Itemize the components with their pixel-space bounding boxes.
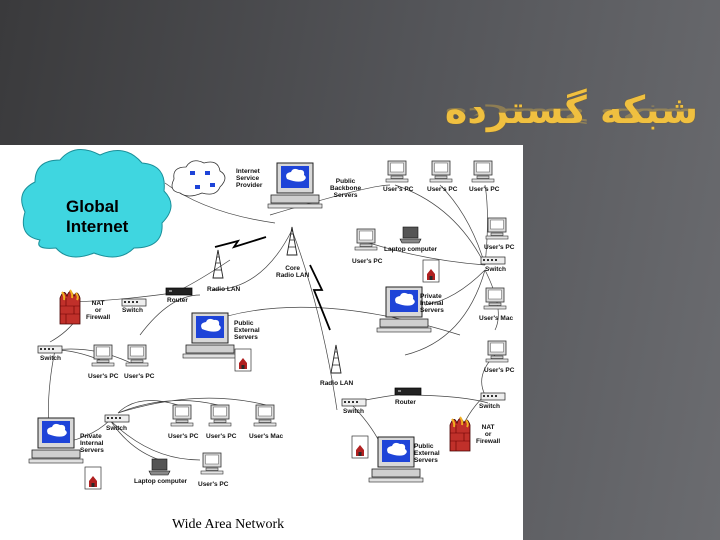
laptop-top-icon <box>399 226 422 244</box>
private-internal-server-left-icon <box>28 417 84 464</box>
switch-left-label: Switch <box>40 355 61 362</box>
doc-bottom-left-icon <box>84 466 102 490</box>
users-pc-top-1-label: User's PC <box>383 186 414 193</box>
switch-bottom-right-label: Switch <box>343 408 364 415</box>
router-bottom-label: Router <box>395 399 416 406</box>
users-pc-right-1-icon <box>485 217 509 240</box>
firewall-bottom-icon <box>449 416 471 452</box>
switch-bottom-right-icon <box>341 398 367 407</box>
users-pc-top-2-icon <box>429 160 453 183</box>
switch-bottom-left-icon <box>104 414 130 423</box>
switch-top-left-icon <box>121 298 147 307</box>
diagram-caption: Wide Area Network <box>172 517 285 532</box>
radio-lan-bottom-label: Radio LAN <box>320 380 354 387</box>
users-pc-top-3-label: User's PC <box>469 186 500 193</box>
users-pc-top-3-icon <box>471 160 495 183</box>
core-radio-tower-icon <box>286 226 298 256</box>
doc-left-icon <box>234 348 252 372</box>
users-pc-bottom-1-label: User's PC <box>168 433 199 440</box>
users-pc-bottom-3-icon <box>200 452 224 475</box>
users-mac-bottom-icon <box>253 404 277 427</box>
router-bottom-icon <box>394 387 422 396</box>
public-ext-left-label: Public External Servers <box>234 320 260 341</box>
users-pc-left-2-label: User's PC <box>124 373 155 380</box>
users-pc-right-2-icon <box>485 340 509 363</box>
router-top-label: Router <box>167 297 188 304</box>
switch-top-left-label: Switch <box>122 307 143 314</box>
users-pc-left-2-icon <box>125 344 149 367</box>
nat-top-label: NAT or Firewall <box>86 300 111 321</box>
users-pc-left-1-icon <box>91 344 115 367</box>
nat-bottom-label: NAT or Firewall <box>476 424 501 445</box>
radio-lan-top-label: Radio LAN <box>207 286 241 293</box>
global-internet-label: Global Internet <box>66 197 129 236</box>
users-pc-top-1-icon <box>385 160 409 183</box>
isp-label: Internet Service Provider <box>236 168 263 189</box>
users-mac-right-icon <box>483 287 507 310</box>
radio-tower-bottom-icon <box>330 344 342 374</box>
slide-title-reflection: شبکه گسترده <box>444 104 698 124</box>
private-int-left-label: Private Internal Servers <box>80 433 104 454</box>
users-pc-right-1-label: User's PC <box>484 244 515 251</box>
core-radio-label: Core Radio LAN <box>276 265 310 279</box>
users-pc-bottom-2-label: User's PC <box>206 433 237 440</box>
users-pc-mid-icon <box>354 228 378 251</box>
doc-right-icon <box>422 259 440 283</box>
doc-bottom-right-icon <box>351 435 369 459</box>
laptop-bottom-label: Laptop computer <box>134 478 188 485</box>
users-pc-mid-label: User's PC <box>352 258 383 265</box>
users-mac-bottom-label: User's Mac <box>249 433 284 440</box>
users-pc-top-2-label: User's PC <box>427 186 458 193</box>
radio-tower-top-icon <box>212 249 224 279</box>
public-external-server-left-icon <box>182 312 238 359</box>
users-pc-right-2-label: User's PC <box>484 367 515 374</box>
switch-right-bottom-icon <box>480 392 506 401</box>
users-pc-bottom-3-label: User's PC <box>198 481 229 488</box>
switch-bottom-left-label: Switch <box>106 425 127 432</box>
switch-right-top-icon <box>480 256 506 265</box>
backbone-server-icon <box>267 162 323 209</box>
users-pc-left-1-label: User's PC <box>88 373 119 380</box>
switch-right-bottom-label: Switch <box>479 403 500 410</box>
laptop-bottom-icon <box>148 458 171 476</box>
users-pc-bottom-2-icon <box>208 404 232 427</box>
public-ext-right-label: Public External Servers <box>414 443 440 464</box>
users-mac-right-label: User's Mac <box>479 315 514 322</box>
switch-left-icon <box>37 345 63 354</box>
private-int-right-label: Private Internal Servers <box>420 293 444 314</box>
slide-title: شبکه گسترده <box>444 88 698 132</box>
users-pc-bottom-1-icon <box>170 404 194 427</box>
switch-right-top-label: Switch <box>485 266 506 273</box>
backbone-label: Public Backbone Servers <box>330 178 362 199</box>
laptop-top-label: Laptop computer <box>384 246 438 253</box>
firewall-top-icon <box>59 289 81 325</box>
wan-diagram-graphic <box>21 149 509 490</box>
router-top-icon <box>165 287 193 296</box>
wan-diagram: Global Internet Internet Service Provide… <box>0 145 523 540</box>
